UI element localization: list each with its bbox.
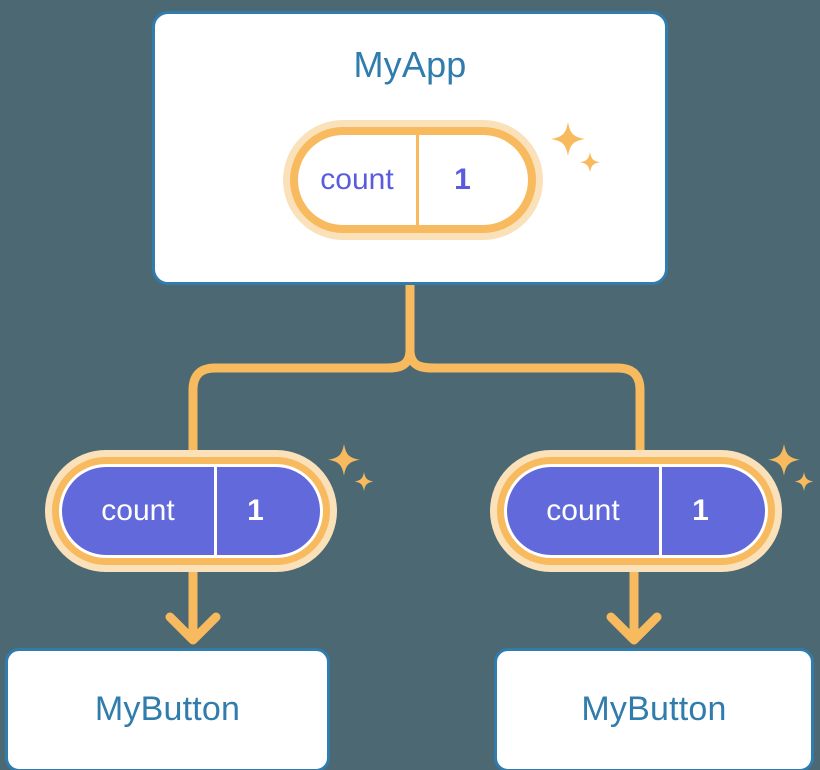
pill-inner-fill: count 1 <box>507 467 765 555</box>
pill-body: count 1 <box>59 464 323 558</box>
state-value-label: 1 <box>692 494 709 527</box>
pill-inner-fill: count 1 <box>62 467 320 555</box>
state-key-label: count <box>320 163 394 196</box>
arrow-head-left <box>165 612 221 645</box>
connector-branch-left <box>188 349 415 500</box>
arrow-head-right <box>606 612 662 645</box>
state-key-label: count <box>101 494 175 527</box>
state-pill-child-left[interactable]: count 1 <box>45 450 337 572</box>
state-pill-myapp[interactable]: count 1 <box>283 120 543 240</box>
pill-body: count 1 <box>504 464 768 558</box>
sparkles-icon <box>543 118 605 180</box>
component-card-myapp[interactable]: MyApp count 1 <box>152 11 668 285</box>
state-value-label: 1 <box>454 163 471 196</box>
state-pill-child-right[interactable]: count 1 <box>490 450 782 572</box>
component-label: MyButton <box>581 689 727 728</box>
pill-divider <box>214 467 217 555</box>
pill-divider <box>659 467 662 555</box>
pill-body: count 1 <box>298 135 528 225</box>
pill-divider <box>416 135 419 225</box>
component-card-mybutton-left[interactable]: MyButton <box>5 648 330 770</box>
state-value-label: 1 <box>247 494 264 527</box>
connector-branch-right <box>405 349 645 500</box>
component-card-mybutton-right[interactable]: MyButton <box>494 648 814 770</box>
component-label: MyButton <box>94 689 241 728</box>
page-title: MyApp <box>353 44 467 85</box>
state-key-label: count <box>546 494 620 527</box>
